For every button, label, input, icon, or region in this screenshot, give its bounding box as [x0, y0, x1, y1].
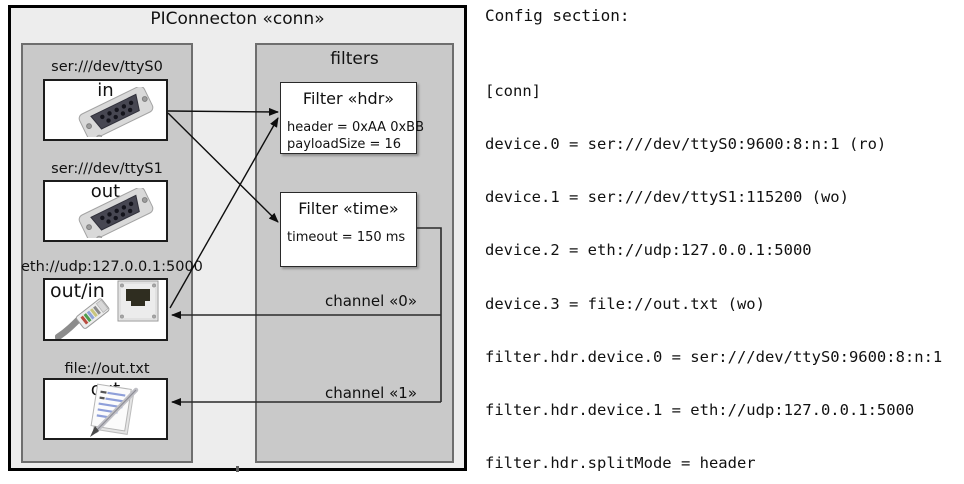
- frame-bottom-notch: [236, 466, 239, 472]
- channel-1-label: channel «1»: [324, 384, 417, 402]
- filter-hdr-title: Filter «hdr»: [302, 89, 395, 108]
- ethernet-socket-icon: [55, 280, 159, 339]
- device-port-label: in: [97, 80, 114, 101]
- serial-connector-icon: [78, 87, 154, 137]
- filter-hdr-attr-header: header = 0xAA 0xBB: [287, 120, 425, 135]
- filter-time-title: Filter «time»: [298, 199, 399, 218]
- filter-hdr-attr-payload: payloadSize = 16: [287, 137, 402, 152]
- diagram-title: PIConnecton «conn»: [150, 9, 325, 29]
- filter-time-box: [280, 192, 417, 267]
- filters-panel-title: filters: [330, 49, 379, 69]
- device-url-label: ser:///dev/ttyS1: [51, 161, 163, 177]
- config-line: device.1 = ser:///dev/ttyS1:115200 (wo): [485, 188, 849, 206]
- config-line: device.0 = ser:///dev/ttyS0:9600:8:n:1 (…: [485, 134, 887, 153]
- channel-0-label: channel «0»: [324, 292, 417, 310]
- config-line: device.3 = file://out.txt (wo): [485, 294, 765, 313]
- device-url-label: ser:///dev/ttyS0: [51, 59, 163, 75]
- device-url-label: eth://udp:127.0.0.1:5000: [21, 259, 203, 275]
- config-line: filter.hdr.splitMode = header: [485, 454, 756, 473]
- config-heading: Config section:: [485, 6, 630, 25]
- config-line: filter.hdr.device.0 = ser:///dev/ttyS0:9…: [485, 347, 943, 366]
- filter-time-attr-timeout: timeout = 150 ms: [287, 230, 406, 245]
- device-port-label: out/in: [50, 280, 105, 302]
- config-body: [conn] device.0 = ser:///dev/ttyS0:9600:…: [485, 47, 952, 484]
- serial-connector-icon: [78, 188, 154, 238]
- device-port-label: out: [90, 181, 121, 202]
- config-line: [conn]: [485, 81, 541, 100]
- notepad-pen-icon: [90, 383, 139, 437]
- filter-hdr-box: [280, 82, 417, 154]
- config-line: filter.hdr.device.1 = eth://udp:127.0.0.…: [485, 401, 915, 419]
- device-url-label: file://out.txt: [64, 361, 150, 377]
- config-line: device.2 = eth://udp:127.0.0.1:5000: [485, 241, 812, 260]
